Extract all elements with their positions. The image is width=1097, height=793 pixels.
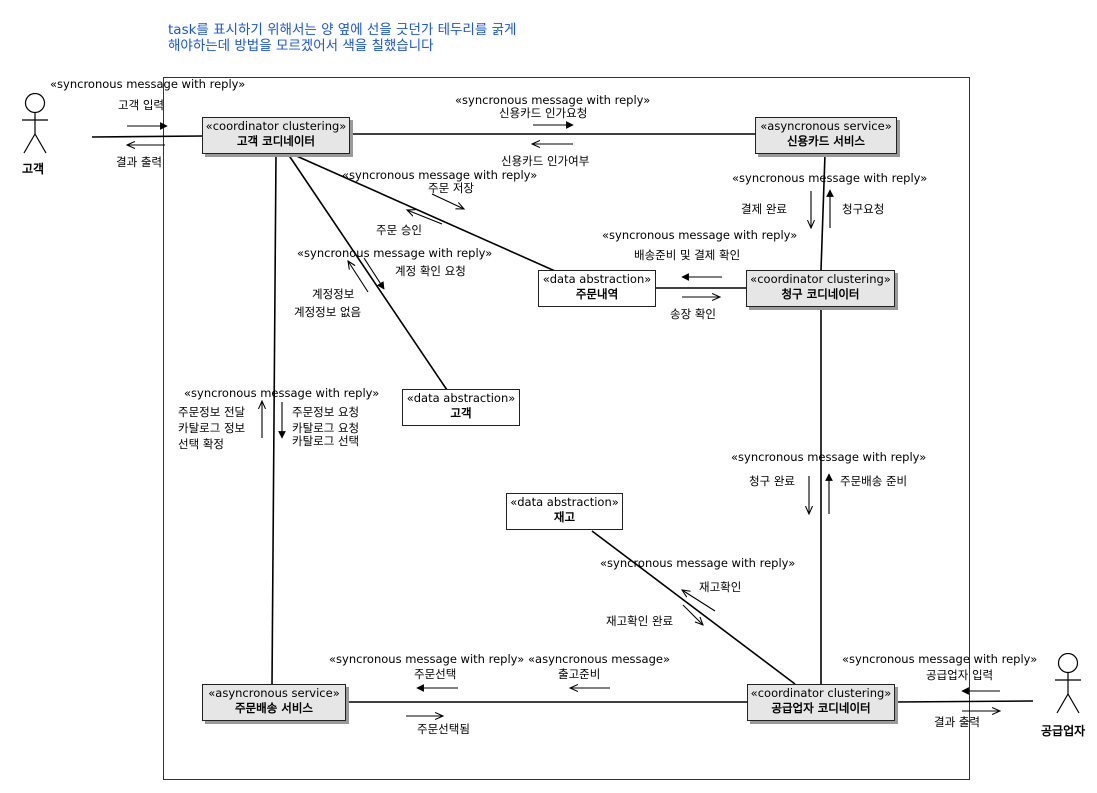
msg-release-prep: 출고준비 xyxy=(558,667,601,681)
stick-figure-icon xyxy=(1055,653,1081,714)
link-inventory-supplier xyxy=(591,530,796,685)
msg-select-confirm: 선택 확정 xyxy=(178,437,224,451)
msg-customer-input: 고객 입력 xyxy=(118,98,164,112)
msg-stereotype-supplier: «syncronous message with reply» xyxy=(842,652,1038,666)
msg-stereotype-inventory: «syncronous message with reply» xyxy=(600,556,796,570)
supplier-actor xyxy=(1053,653,1083,715)
msg-customer-output: 결과 출력 xyxy=(116,155,162,169)
stereotype: «asyncronous service» xyxy=(760,119,892,133)
msg-billing-request: 청구요청 xyxy=(842,202,885,216)
arrow-order-approve xyxy=(407,210,443,225)
system-boundary xyxy=(163,77,970,780)
msg-order-info-sent: 주문정보 전달 xyxy=(178,405,246,419)
object-name: 고객 xyxy=(450,406,472,420)
arrow-account-check xyxy=(363,257,385,290)
msg-inventory-check-done: 재고확인 완료 xyxy=(606,614,674,628)
msg-stereotype-history: «syncronous message with reply» xyxy=(342,168,538,182)
msg-supplier-input: 공급업자 입력 xyxy=(926,668,994,682)
msg-stereotype-account: «syncronous message with reply» xyxy=(297,246,493,260)
msg-order-approve: 주문 승인 xyxy=(376,223,422,237)
msg-catalog-req: 카탈로그 요청 xyxy=(292,421,360,435)
object-name: 주문내역 xyxy=(575,287,619,301)
stereotype: «coordinator clustering» xyxy=(205,119,347,133)
link-coordinator-orderhistory xyxy=(291,153,556,272)
order-history-box[interactable]: «data abstraction» 주문내역 xyxy=(538,270,656,307)
customer-coordinator-box[interactable]: «coordinator clustering» 고객 코디네이터 xyxy=(202,117,350,154)
msg-delivery-ready: 주문배송 준비 xyxy=(840,474,908,488)
msg-stereotype-card-billing: «syncronous message with reply» xyxy=(732,171,928,185)
msg-payment-done: 결제 완료 xyxy=(741,202,787,216)
msg-inventory-check: 재고확인 xyxy=(699,580,742,594)
link-coordinator-delivery xyxy=(271,153,277,686)
customer-actor xyxy=(20,93,50,155)
msg-supplier-output: 결과 출력 xyxy=(934,715,980,729)
msg-account-none: 계정정보 없음 xyxy=(294,305,362,319)
stereotype: «data abstraction» xyxy=(542,272,652,286)
link-creditcard-billing xyxy=(820,153,826,271)
msg-order-select: 주문선택 xyxy=(414,667,457,681)
msg-order-save: 주문 저장 xyxy=(428,181,474,195)
stereotype: «coordinator clustering» xyxy=(750,686,892,700)
stereotype: «asyncronous service» xyxy=(208,686,340,700)
credit-card-service-box[interactable]: «asyncronous service» 신용카드 서비스 xyxy=(755,117,897,154)
stick-figure-icon xyxy=(22,93,48,154)
msg-stereotype-delivery: «syncronous message with reply» xyxy=(184,386,380,400)
object-name: 신용카드 서비스 xyxy=(786,134,866,148)
stereotype: «coordinator clustering» xyxy=(750,272,891,286)
msg-stereotype-card: «syncronous message with reply» xyxy=(455,93,651,107)
annotation-note: task를 표시하기 위해서는 양 옆에 선을 긋던가 테두리를 굵게 해야하는… xyxy=(168,22,516,54)
msg-billing-done: 청구 완료 xyxy=(749,474,795,488)
msg-order-selected: 주문선택됨 xyxy=(417,722,470,736)
object-name: 공급업자 코디네이터 xyxy=(771,701,871,715)
stereotype: «data abstraction» xyxy=(510,495,619,509)
supplier-actor-name: 공급업자 xyxy=(1041,724,1086,738)
msg-stereotype-billing-supplier: «syncronous message with reply» xyxy=(731,450,927,464)
msg-catalog-select: 카탈로그 선택 xyxy=(292,434,360,448)
supplier-coordinator-box[interactable]: «coordinator clustering» 공급업자 코디네이터 xyxy=(747,684,895,721)
annotation-note-line2: 해야하는데 방법을 모르겠어서 색을 칠했습니다 xyxy=(168,38,434,54)
customer-actor-name: 고객 xyxy=(22,162,45,176)
arrow-inventory-check xyxy=(682,590,716,612)
billing-coordinator-box[interactable]: «coordinator clustering» 청구 코디네이터 xyxy=(746,270,895,307)
customer-data-box[interactable]: «data abstraction» 고객 xyxy=(402,389,520,426)
msg-stereotype-billing-history: «syncronous message with reply» xyxy=(602,228,798,242)
msg-account-check: 계정 확인 요청 xyxy=(395,264,466,278)
object-name: 주문배송 서비스 xyxy=(234,701,314,715)
object-name: 청구 코디네이터 xyxy=(781,287,860,301)
msg-stereotype-customer: «syncronous message with reply» xyxy=(50,77,246,91)
msg-account-info: 계정정보 xyxy=(312,287,355,301)
msg-card-request: 신용카드 인가요청 xyxy=(499,106,588,120)
msg-stereotype-async: «asyncronous message» xyxy=(528,652,670,666)
stereotype: «data abstraction» xyxy=(406,391,516,405)
link-customer-coordinator xyxy=(91,135,204,138)
link-supplier-actor xyxy=(894,700,1034,703)
delivery-service-box[interactable]: «asyncronous service» 주문배송 서비스 xyxy=(202,684,346,721)
link-coordinator-customerdata xyxy=(287,153,448,391)
arrow-order-save xyxy=(431,193,464,209)
object-name: 고객 코디네이터 xyxy=(236,134,316,148)
msg-catalog-info: 카탈로그 정보 xyxy=(178,421,246,435)
inventory-box[interactable]: «data abstraction» 재고 xyxy=(506,493,623,530)
arrow-account-info xyxy=(348,261,369,293)
msg-card-reply: 신용카드 인가여부 xyxy=(501,154,590,168)
annotation-note-line1: task를 표시하기 위해서는 양 옆에 선을 긋던가 테두리를 굵게 xyxy=(168,22,517,38)
object-name: 재고 xyxy=(553,510,576,524)
msg-stereotype-supplier-delivery: «syncronous message with reply» xyxy=(329,652,525,666)
arrow-inventory-check-done xyxy=(682,604,703,625)
msg-invoice-confirm: 송장 확인 xyxy=(670,307,716,321)
msg-order-info-req: 주문정보 요청 xyxy=(292,405,360,419)
msg-ship-ready-payment: 배송준비 및 결제 확인 xyxy=(634,248,741,262)
